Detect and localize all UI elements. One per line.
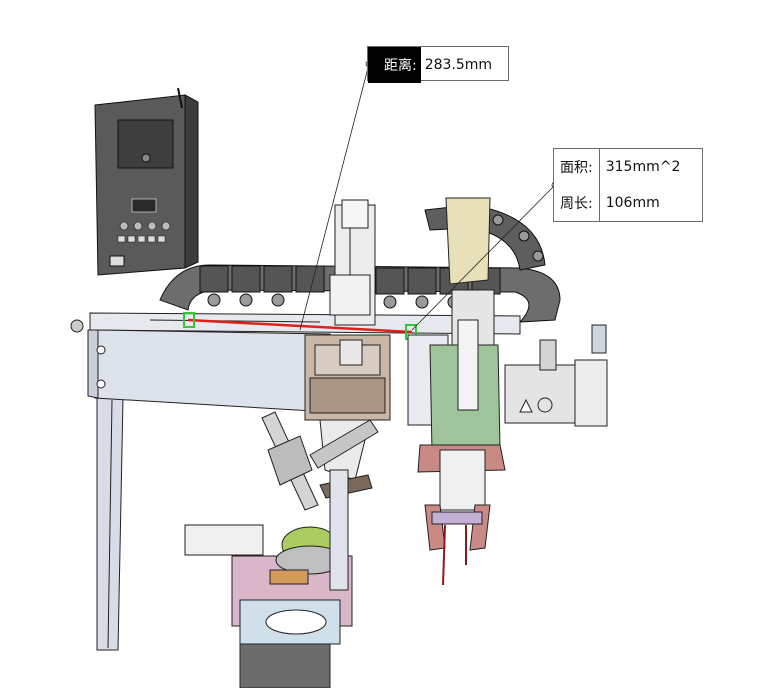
area-label: 面积: xyxy=(560,160,593,176)
rotary-fixture xyxy=(184,524,353,688)
controller-box xyxy=(94,87,199,276)
gripper xyxy=(417,444,506,586)
frame-post xyxy=(96,397,124,651)
servo-motor xyxy=(504,324,608,427)
center-motor-tower xyxy=(329,199,376,326)
perimeter-value: 106mm xyxy=(598,185,666,221)
solder-iron xyxy=(261,411,379,511)
distance-value: 283.5mm xyxy=(424,57,493,73)
area-value: 315mm^2 xyxy=(598,149,687,185)
solder-carriage xyxy=(304,334,391,481)
area-perimeter-callout: 面积: 315mm^2 周长: 106mm xyxy=(553,148,703,222)
perimeter-label: 周长: xyxy=(560,196,593,212)
right-gantry xyxy=(407,197,501,453)
linear-rail xyxy=(70,312,521,413)
distance-callout: 距离: 283.5mm xyxy=(367,46,509,83)
distance-label: 距离: xyxy=(368,47,421,83)
support-post xyxy=(329,469,349,591)
